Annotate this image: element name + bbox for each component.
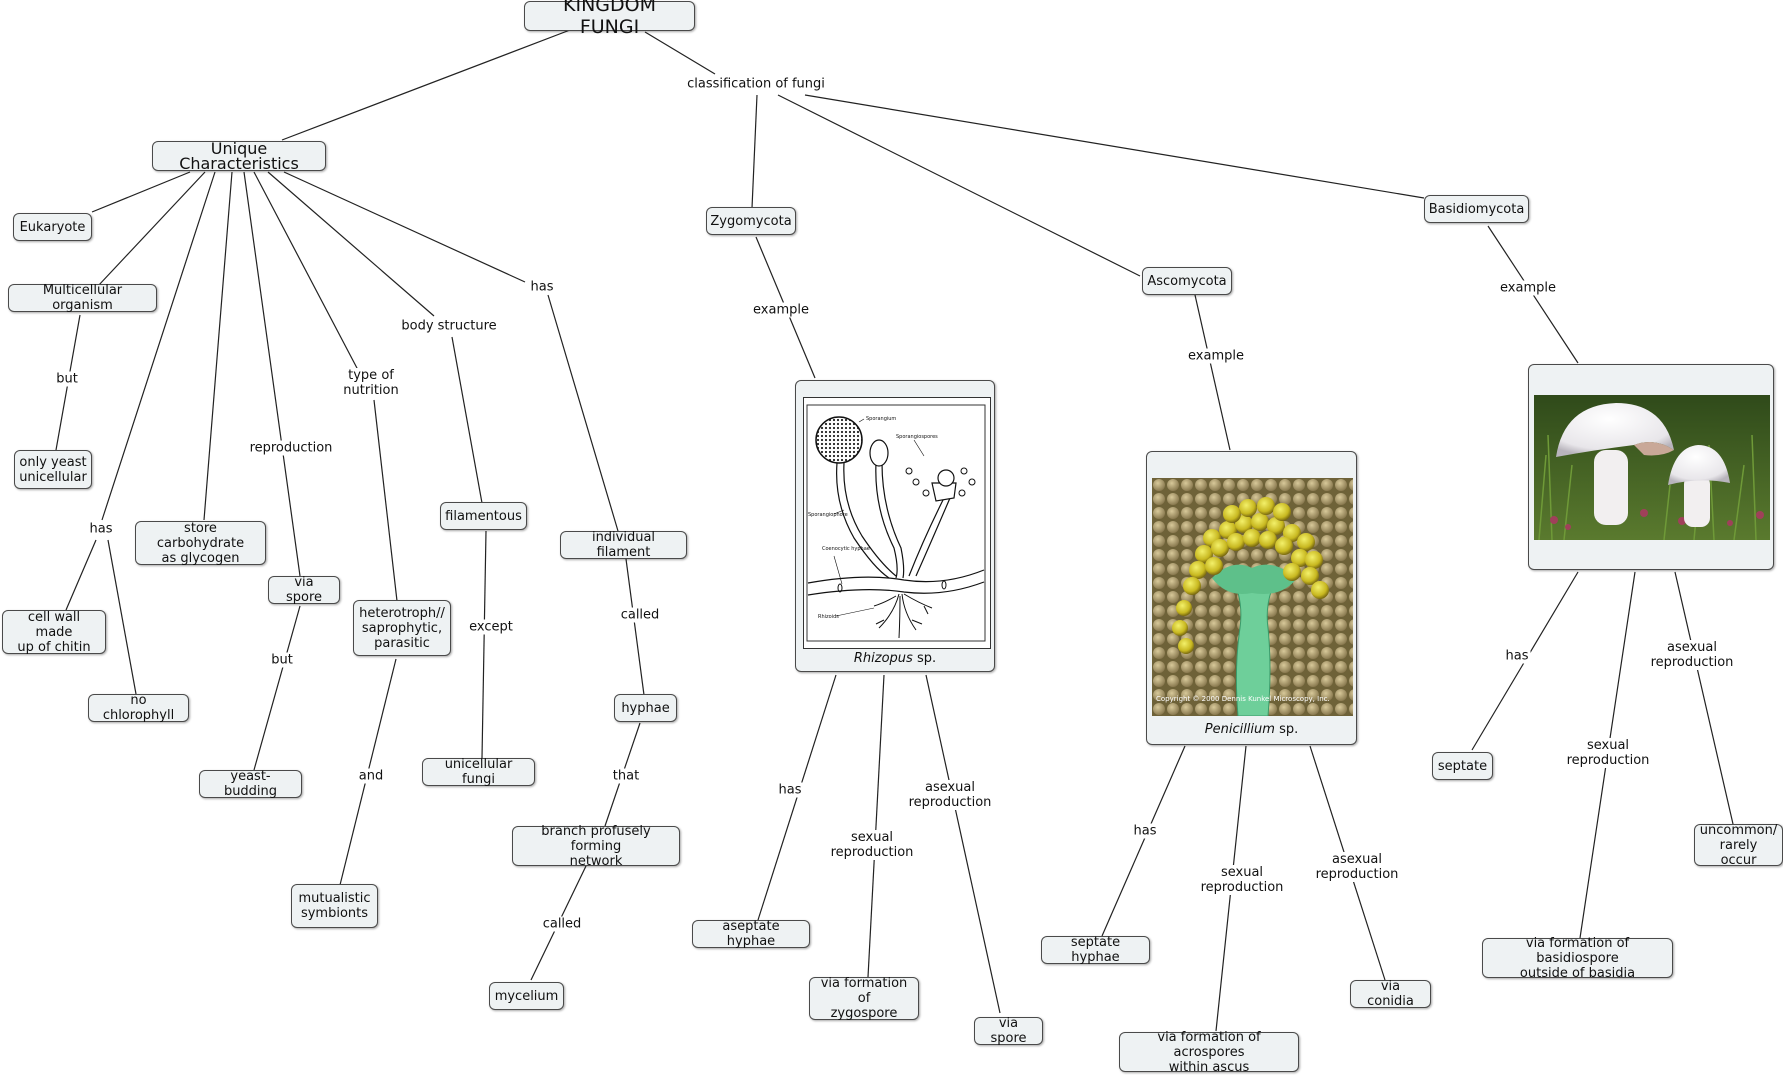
label-but: but — [269, 653, 295, 668]
label-has: has — [1504, 649, 1531, 664]
label-example: example — [1498, 281, 1558, 296]
label-except: except — [467, 620, 515, 635]
label-has: has — [529, 280, 556, 295]
label-has: has — [88, 522, 115, 537]
basidiomycota-node[interactable]: Basidiomycota — [1424, 195, 1529, 223]
sporangium-label: Sporangium — [866, 416, 896, 422]
via-spore-node[interactable]: via spore — [268, 576, 340, 604]
aseptate-hyphae-node[interactable]: aseptate hyphae — [692, 920, 810, 948]
label-but: but — [54, 372, 80, 387]
store-carbohydrate-node[interactable]: store carbohydrate as glycogen — [135, 521, 266, 565]
mycelium-node[interactable]: mycelium — [489, 982, 564, 1010]
ascomycota-node[interactable]: Ascomycota — [1142, 267, 1232, 295]
label-sexual-reproduction: sexual reproduction — [1199, 865, 1286, 895]
penicillium-copyright: Copyright © 2000 Dennis Kunkel Microscop… — [1156, 695, 1330, 703]
label-reproduction: reproduction — [248, 441, 335, 456]
via-conidia-node[interactable]: via conidia — [1350, 980, 1431, 1008]
label-body-structure: body structure — [399, 319, 498, 334]
coenocytic-hyphae-label: Coenocytic hyphae — [822, 546, 870, 552]
rhizopus-image-node[interactable]: Sporangium Sporangiospores Sporangiophor… — [795, 380, 995, 672]
eukaryote-node[interactable]: Eukaryote — [13, 213, 92, 241]
label-asexual-reproduction: asexual reproduction — [1314, 852, 1401, 882]
penicillium-species-suffix: sp. — [1279, 722, 1298, 737]
penicillium-illustration: Copyright © 2000 Dennis Kunkel Microscop… — [1152, 478, 1353, 716]
sporangiophore-label: Sporangiophore — [808, 512, 848, 518]
label-has: has — [1132, 824, 1159, 839]
title-node[interactable]: KINGDOM FUNGI — [524, 1, 695, 31]
septate-hyphae-node[interactable]: septate hyphae — [1041, 936, 1150, 964]
penicillium-genus: Penicillium — [1205, 722, 1275, 737]
uncommon-node[interactable]: uncommon/ rarely occur — [1694, 824, 1783, 866]
yeast-budding-node[interactable]: yeast-budding — [199, 770, 302, 798]
filamentous-node[interactable]: filamentous — [440, 502, 527, 530]
penicillium-photo: Copyright © 2000 Dennis Kunkel Microscop… — [1152, 478, 1353, 716]
individual-filament-node[interactable]: individual filament — [560, 531, 687, 559]
rhizopus-genus: Rhizopus — [854, 651, 913, 666]
rhizopus-species-suffix: sp. — [917, 651, 936, 666]
mushroom-illustration — [1534, 395, 1770, 540]
label-called: called — [541, 917, 584, 932]
mushroom-image-node[interactable] — [1528, 364, 1774, 570]
rhizopus-diagram: Sporangium Sporangiospores Sporangiophor… — [803, 397, 991, 649]
basidiospore-node[interactable]: via formation of basidiospore outside of… — [1482, 938, 1673, 978]
label-classification: classification of fungi — [685, 77, 827, 92]
penicillium-caption: Penicillium sp. — [1147, 722, 1356, 737]
sporangiospores-label: Sporangiospores — [896, 434, 938, 440]
branch-network-node[interactable]: branch profusely forming network — [512, 826, 680, 866]
rhizoids-label: Rhizoids — [818, 614, 839, 620]
label-asexual-reproduction: asexual reproduction — [907, 780, 994, 810]
label-type-of-nutrition: type of nutrition — [341, 368, 400, 398]
label-example: example — [751, 303, 811, 318]
unique-characteristics-node[interactable]: Unique Characteristics — [152, 141, 326, 171]
zygospore-node[interactable]: via formation of zygospore — [809, 977, 919, 1020]
heterotroph-node[interactable]: heterotroph// saprophytic, parasitic — [353, 600, 451, 656]
via-spore-node[interactable]: via spore — [974, 1017, 1043, 1045]
cell-wall-node[interactable]: cell wall made up of chitin — [2, 610, 106, 654]
no-chlorophyll-node[interactable]: no chlorophyll — [88, 694, 189, 722]
acrospores-node[interactable]: via formation of acrospores within ascus — [1119, 1032, 1299, 1072]
label-and: and — [357, 769, 385, 784]
only-yeast-node[interactable]: only yeast unicellular — [14, 450, 92, 489]
penicillium-image-node[interactable]: Copyright © 2000 Dennis Kunkel Microscop… — [1146, 451, 1357, 745]
label-called: called — [619, 608, 662, 623]
rhizopus-caption: Rhizopus sp. — [796, 651, 994, 666]
label-sexual-reproduction: sexual reproduction — [829, 830, 916, 860]
hyphae-node[interactable]: hyphae — [614, 694, 677, 722]
rhizopus-illustration: Sporangium Sporangiospores Sporangiophor… — [804, 398, 990, 648]
unicellular-fungi-node[interactable]: unicellular fungi — [422, 758, 535, 786]
mushroom-photo — [1534, 395, 1770, 540]
mutualistic-node[interactable]: mutualistic symbionts — [291, 884, 378, 928]
label-has: has — [777, 783, 804, 798]
label-that: that — [611, 769, 641, 784]
septate-node[interactable]: septate — [1432, 752, 1493, 780]
multicellular-node[interactable]: Multicellular organism — [8, 284, 157, 312]
label-sexual-reproduction: sexual reproduction — [1565, 738, 1652, 768]
label-example: example — [1186, 349, 1246, 364]
zygomycota-node[interactable]: Zygomycota — [706, 207, 796, 235]
label-asexual-reproduction: asexual reproduction — [1649, 640, 1736, 670]
